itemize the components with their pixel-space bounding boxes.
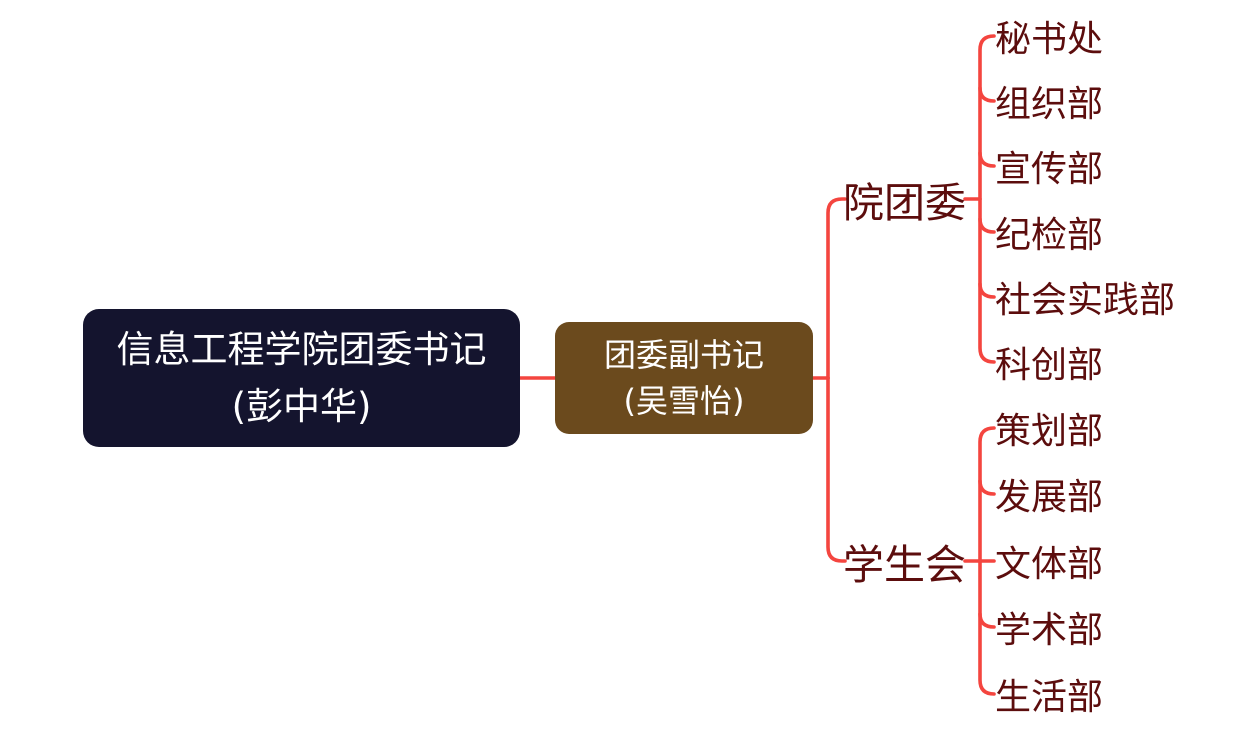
leaf-publicity-dept[interactable]: 宣传部 [995, 149, 1104, 190]
leaf-discipline-dept[interactable]: 纪检部 [995, 215, 1104, 256]
root-topic-name: (彭中华) [231, 385, 372, 428]
deputy-topic-secretary[interactable]: 团委副书记 (吴雪怡) [555, 322, 813, 434]
edge-branch2-hook [978, 479, 996, 496]
edge-branch2-hook [978, 612, 996, 629]
leaf-life-dept[interactable]: 生活部 [995, 677, 1104, 718]
leaf-secretariat[interactable]: 秘书处 [995, 19, 1104, 60]
edge-trunk-lower [826, 376, 847, 563]
edge-branch1-hook [978, 86, 996, 103]
edge-trunk-upper [826, 197, 847, 380]
edge-branch1-hook [978, 282, 996, 299]
root-topic-title: 信息工程学院团委书记 [116, 327, 487, 371]
edge-branch1-hook [978, 151, 996, 168]
leaf-social-practice-dept[interactable]: 社会实践部 [995, 280, 1176, 321]
branch-student-union[interactable]: 学生会 [843, 541, 966, 589]
leaf-sci-tech-innovation-dept[interactable]: 科创部 [995, 345, 1104, 386]
leaf-organization-dept[interactable]: 组织部 [995, 84, 1104, 125]
edge-branch1-hook [978, 217, 996, 234]
branch-youth-league-committee[interactable]: 院团委 [843, 179, 966, 227]
edge-branch1-trunk [978, 34, 996, 364]
leaf-culture-sports-dept[interactable]: 文体部 [995, 544, 1104, 585]
leaf-planning-dept[interactable]: 策划部 [995, 411, 1104, 452]
root-topic-secretary[interactable]: 信息工程学院团委书记 (彭中华) [83, 309, 520, 447]
deputy-topic-title: 团委副书记 [603, 335, 764, 374]
leaf-development-dept[interactable]: 发展部 [995, 477, 1104, 518]
edge-branch2-trunk [978, 426, 996, 696]
deputy-topic-name: (吴雪怡) [623, 382, 745, 420]
leaf-academic-dept[interactable]: 学术部 [995, 610, 1104, 651]
